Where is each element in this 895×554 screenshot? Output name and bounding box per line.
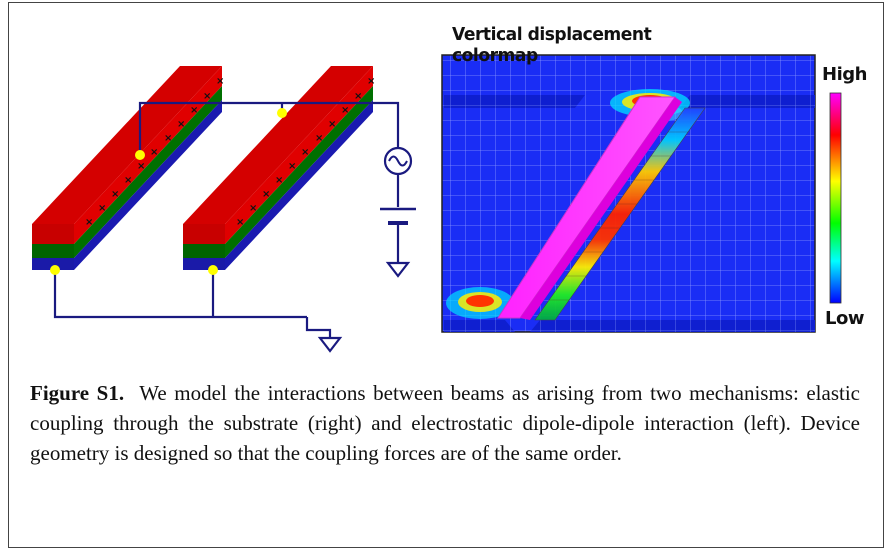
dc-battery-icon (380, 207, 416, 225)
beam-right: × × × × × × × × × × × (183, 66, 375, 270)
svg-text:×: × (301, 147, 309, 158)
svg-text:×: × (236, 217, 244, 228)
svg-text:×: × (216, 76, 224, 87)
contact-dot (50, 265, 60, 275)
svg-text:×: × (98, 203, 106, 214)
beam-left: × × × × × × × × × × × (32, 66, 224, 270)
svg-text:×: × (354, 91, 362, 102)
svg-text:×: × (367, 76, 375, 87)
svg-text:×: × (249, 203, 257, 214)
svg-text:×: × (137, 161, 145, 172)
svg-text:×: × (203, 91, 211, 102)
svg-text:×: × (150, 147, 158, 158)
colormap-title: Vertical displacement colormap (452, 24, 652, 66)
caption-label: Figure S1. (30, 381, 125, 405)
svg-text:×: × (262, 189, 270, 200)
caption-text: We model the interactions between beams … (30, 381, 860, 465)
svg-text:×: × (85, 217, 93, 228)
svg-text:×: × (288, 161, 296, 172)
figure-caption: Figure S1. We model the interactions bet… (30, 378, 860, 468)
ground-icon (317, 336, 343, 353)
svg-text:×: × (164, 133, 172, 144)
svg-text:×: × (177, 119, 185, 130)
contact-dot (208, 265, 218, 275)
colorbar (829, 92, 842, 304)
ac-source-icon (383, 146, 413, 176)
contact-dot (135, 150, 145, 160)
svg-text:×: × (190, 105, 198, 116)
svg-text:×: × (111, 189, 119, 200)
svg-text:×: × (315, 133, 323, 144)
beam-circuit-diagram: × × × × × × × × × × × × × × × × × × × × × × (32, 66, 416, 353)
contact-dot (277, 108, 287, 118)
svg-text:×: × (341, 105, 349, 116)
svg-text:×: × (124, 175, 132, 186)
colorbar-high-label: High (822, 64, 867, 85)
displacement-simulation (441, 54, 816, 333)
svg-text:×: × (328, 119, 336, 130)
bottom-wires (53, 270, 332, 338)
colorbar-low-label: Low (825, 308, 864, 329)
ground-icon (385, 261, 411, 278)
svg-text:×: × (275, 175, 283, 186)
